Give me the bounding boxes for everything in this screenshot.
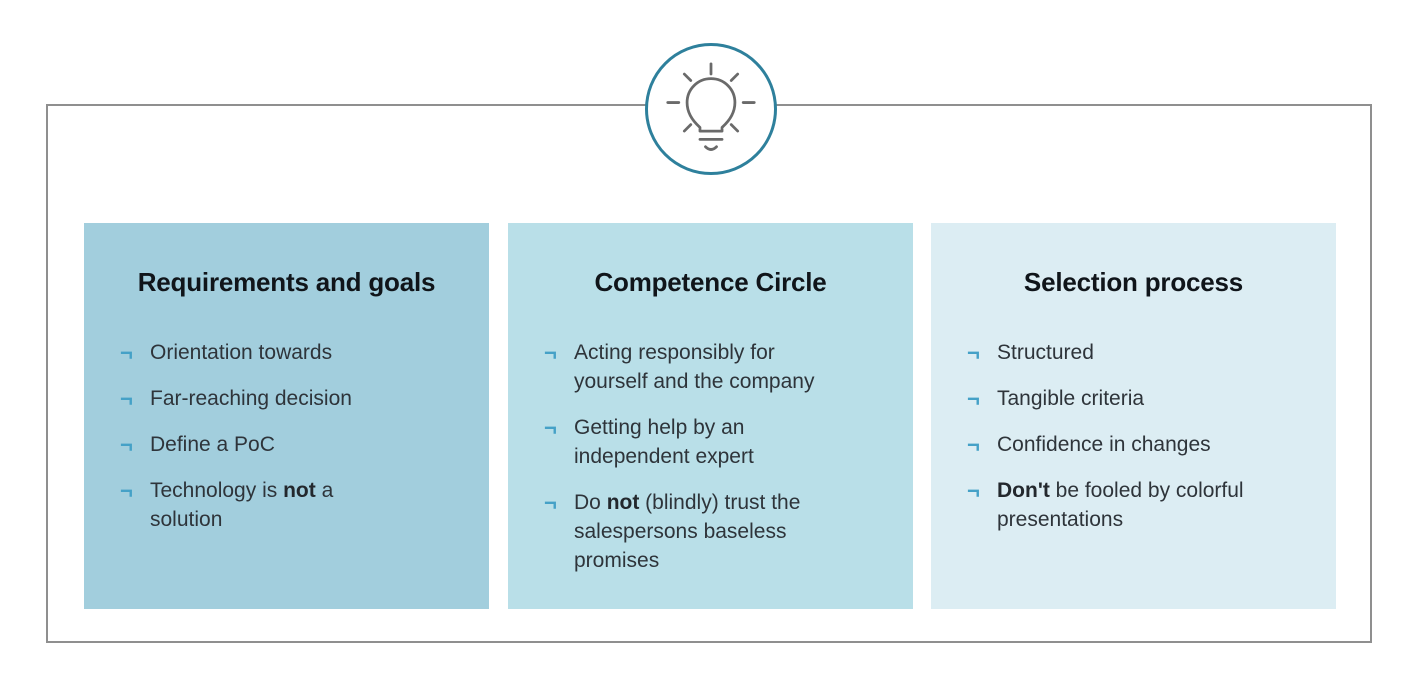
list-item-text: Confidence in changes bbox=[997, 433, 1211, 456]
not-sign-bullet-icon: ¬ bbox=[967, 478, 980, 503]
not-sign-bullet-icon: ¬ bbox=[120, 432, 133, 457]
list-item: ¬ Acting responsibly for yourself and th… bbox=[544, 338, 893, 396]
bullet-list: ¬ Orientation towards ¬ Far-reaching dec… bbox=[84, 338, 489, 534]
card-row: Requirements and goals ¬ Orientation tow… bbox=[0, 223, 1428, 609]
not-sign-bullet-icon: ¬ bbox=[967, 432, 980, 457]
list-item-text: Acting responsibly for yourself and the … bbox=[574, 341, 815, 393]
card-title: Selection process bbox=[1023, 267, 1244, 297]
card-selection-process: Selection process ¬ Structured ¬ Tangibl… bbox=[931, 223, 1336, 609]
not-sign-bullet-icon: ¬ bbox=[120, 340, 133, 365]
list-item: ¬ Don't be fooled by colorful presentati… bbox=[967, 476, 1316, 534]
card-requirements-and-goals: Requirements and goals ¬ Orientation tow… bbox=[84, 223, 489, 609]
card-title: Competence Circle bbox=[594, 267, 827, 297]
list-item: ¬ Define a PoC bbox=[120, 430, 469, 459]
list-item-text: Orientation towards bbox=[150, 341, 333, 364]
list-item-text: Getting help by an independent expert bbox=[574, 416, 754, 468]
list-item-text: Structured bbox=[997, 341, 1094, 364]
list-item: ¬ Far-reaching decision bbox=[120, 384, 469, 413]
not-sign-bullet-icon: ¬ bbox=[967, 340, 980, 365]
list-item: ¬ Structured bbox=[967, 338, 1316, 367]
list-item-text: Tangible criteria bbox=[997, 387, 1145, 410]
idea-badge bbox=[645, 43, 777, 175]
list-item-text: Far-reaching decision bbox=[150, 387, 352, 410]
list-item: ¬ Tangible criteria bbox=[967, 384, 1316, 413]
card-competence-circle: Competence Circle ¬ Acting responsibly f… bbox=[508, 223, 913, 609]
bullet-list: ¬ Acting responsibly for yourself and th… bbox=[508, 338, 913, 575]
list-item: ¬ Do not (blindly) trust the salesperson… bbox=[544, 488, 893, 575]
not-sign-bullet-icon: ¬ bbox=[544, 490, 557, 515]
list-item-text: Technology is not a solution bbox=[150, 479, 334, 531]
bullet-list: ¬ Structured ¬ Tangible criteria ¬ Confi… bbox=[931, 338, 1336, 534]
list-item: ¬ Confidence in changes bbox=[967, 430, 1316, 459]
lightbulb-icon bbox=[666, 62, 756, 151]
not-sign-bullet-icon: ¬ bbox=[967, 386, 980, 411]
list-item-text: Define a PoC bbox=[150, 433, 275, 456]
not-sign-bullet-icon: ¬ bbox=[544, 340, 557, 365]
list-item: ¬ Technology is not a solution bbox=[120, 476, 469, 534]
card-title: Requirements and goals bbox=[137, 267, 436, 297]
not-sign-bullet-icon: ¬ bbox=[120, 386, 133, 411]
list-item-text: Don't be fooled by colorful presentation… bbox=[997, 479, 1244, 531]
not-sign-bullet-icon: ¬ bbox=[544, 415, 557, 440]
list-item: ¬ Orientation towards bbox=[120, 338, 469, 367]
not-sign-bullet-icon: ¬ bbox=[120, 478, 133, 503]
list-item: ¬ Getting help by an independent expert bbox=[544, 413, 893, 471]
list-item-text: Do not (blindly) trust the salespersons … bbox=[574, 491, 801, 572]
